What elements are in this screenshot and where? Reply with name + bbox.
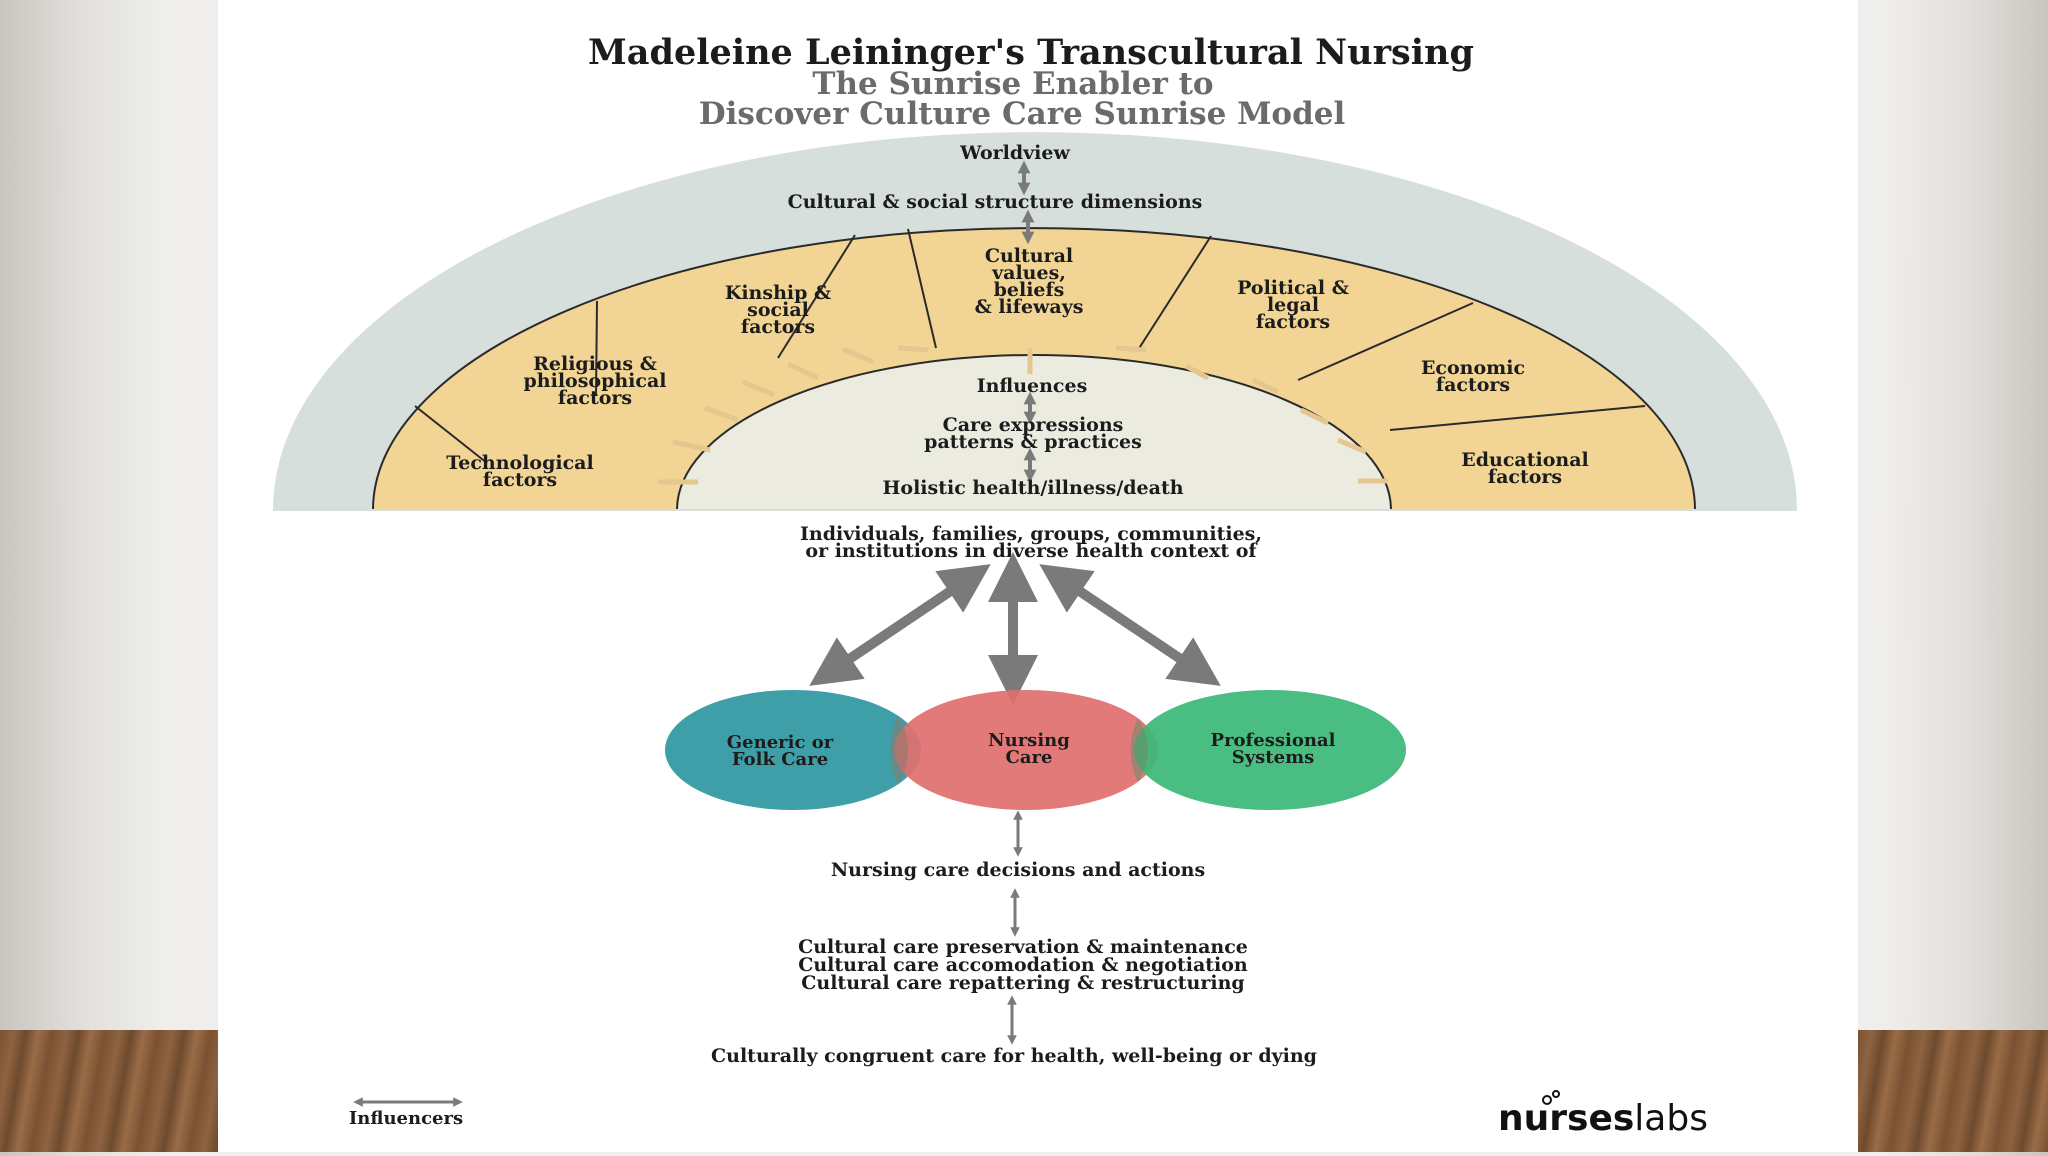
technological-label-2: factors xyxy=(483,469,557,491)
subtitle-line-1: The Sunrise Enabler to xyxy=(812,66,1213,102)
subtitle-line-2: Discover Culture Care Sunrise Model xyxy=(699,96,1346,132)
care-expressions-label-1: Care expressions xyxy=(943,414,1124,436)
slide: Madeleine Leininger's Transcultural Nurs… xyxy=(218,0,1858,1152)
sunrise-model-diagram: Madeleine Leininger's Transcultural Nurs… xyxy=(273,32,1797,1139)
system-arrows xyxy=(809,552,1221,705)
religious-label-3: factors xyxy=(558,387,632,409)
nurseslabs-logo: nurseslabs xyxy=(1498,1090,1708,1139)
factor-labels: Technological factors Religious & philos… xyxy=(446,245,1588,491)
action-preservation: Cultural care preservation & maintenance xyxy=(798,936,1248,958)
context-label-2: or institutions in diverse health contex… xyxy=(805,540,1258,562)
generic-label-1: Generic or xyxy=(727,732,834,753)
professional-systems-circle xyxy=(1134,690,1406,810)
legend-label: Influencers xyxy=(349,1108,463,1129)
religious-label-1: Religious & xyxy=(533,353,657,375)
decisions-label: Nursing care decisions and actions xyxy=(831,859,1205,881)
professional-label-2: Systems xyxy=(1232,747,1315,768)
influences-label: Influences xyxy=(977,375,1088,397)
worldview-label: Worldview xyxy=(959,142,1070,164)
generic-label-2: Folk Care xyxy=(732,749,828,770)
nursing-care-circle xyxy=(894,690,1158,810)
cultural-values-label-4: & lifeways xyxy=(975,296,1084,318)
political-label-3: factors xyxy=(1256,311,1330,333)
religious-label-2: philosophical xyxy=(524,370,667,392)
logo-dot-icon xyxy=(1542,1095,1552,1105)
professional-label-1: Professional xyxy=(1211,730,1336,751)
nursing-label-2: Care xyxy=(1006,747,1053,768)
economic-label-1: Economic xyxy=(1421,357,1525,379)
influence-arrows xyxy=(658,345,1388,485)
outcome-label: Culturally congruent care for health, we… xyxy=(711,1045,1317,1067)
page-title: Madeleine Leininger's Transcultural Nurs… xyxy=(588,32,1474,73)
kinship-label-3: factors xyxy=(741,316,815,338)
svg-text:nurseslabs: nurseslabs xyxy=(1498,1098,1708,1139)
cultural-values-label-2: values, xyxy=(991,262,1066,284)
educational-label-2: factors xyxy=(1488,466,1562,488)
care-expressions-label-2: patterns & practices xyxy=(924,431,1142,453)
technological-label-1: Technological xyxy=(446,452,593,474)
cultural-values-label-1: Cultural xyxy=(985,245,1073,267)
generic-folk-care-circle xyxy=(665,690,921,810)
context-label-1: Individuals, families, groups, communiti… xyxy=(800,523,1262,545)
cultural-social-label: Cultural & social structure dimensions xyxy=(788,191,1203,213)
holistic-label: Holistic health/illness/death xyxy=(882,477,1183,499)
action-accomodation: Cultural care accomodation & negotiation xyxy=(798,954,1248,976)
logo-part-2: labs xyxy=(1634,1098,1708,1139)
action-repattering: Cultural care repattering & restructurin… xyxy=(801,972,1244,994)
political-label-1: Political & xyxy=(1237,277,1349,299)
inner-core xyxy=(675,354,1393,511)
political-label-2: legal xyxy=(1267,294,1319,316)
educational-label-1: Educational xyxy=(1461,449,1588,471)
logo-part-1: nurses xyxy=(1498,1098,1634,1139)
nursing-label-1: Nursing xyxy=(988,730,1070,751)
kinship-label-2: social xyxy=(747,299,809,321)
economic-label-2: factors xyxy=(1436,374,1510,396)
wood-floor-right xyxy=(1858,1030,2048,1152)
cultural-values-label-3: beliefs xyxy=(994,279,1065,301)
wood-floor-left xyxy=(0,1030,218,1152)
kinship-label-1: Kinship & xyxy=(725,282,831,304)
factor-dividers xyxy=(414,228,1646,464)
